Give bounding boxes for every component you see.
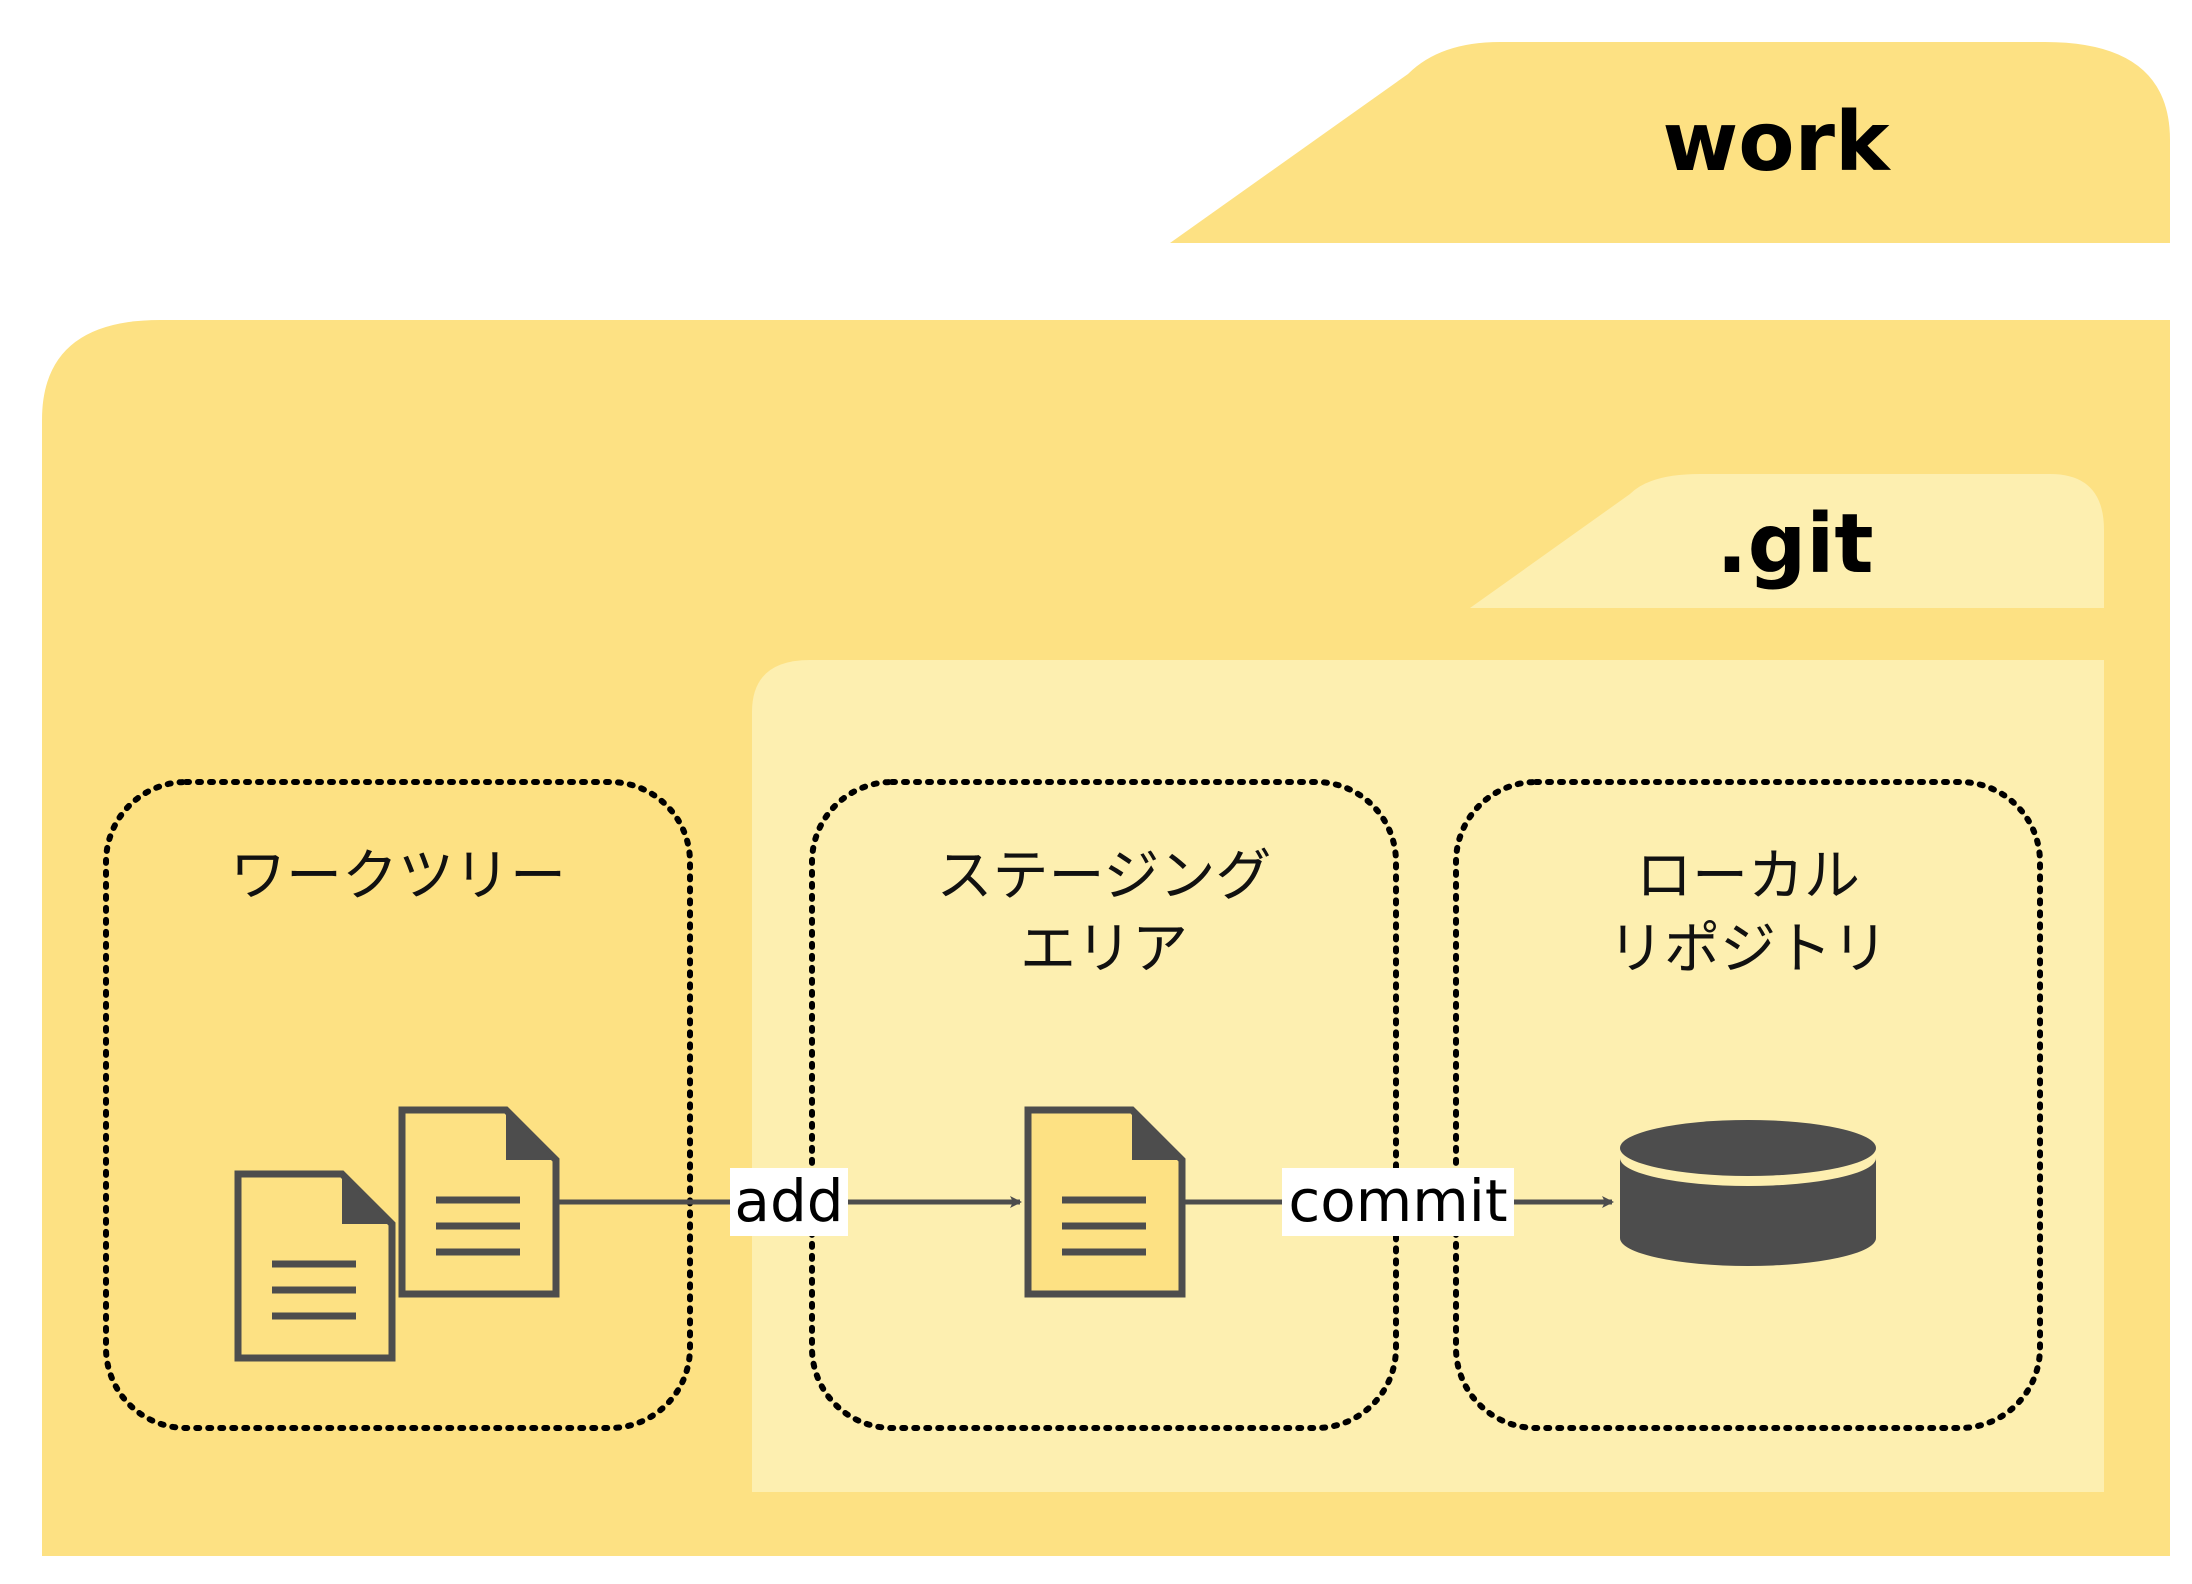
work-folder-tab xyxy=(1170,42,2170,243)
commit-label: commit xyxy=(1288,1167,1507,1235)
repository-area-label-line2: リポジトリ xyxy=(1608,917,1888,982)
git-folder-title: .git xyxy=(1716,497,1873,592)
staging-area-border xyxy=(809,779,1399,1431)
repository-area-label: ローカル xyxy=(1636,844,1860,909)
document-icon xyxy=(398,1106,560,1298)
worktree-area: ワークツリー xyxy=(103,779,693,1431)
add-edge: add xyxy=(556,1167,1022,1236)
worktree-area-border xyxy=(103,779,693,1431)
worktree-area-label: ワークツリー xyxy=(230,844,566,909)
document-icon xyxy=(1024,1106,1186,1298)
git-folder-tab xyxy=(1470,474,2104,608)
work-folder-title: work xyxy=(1662,95,1892,190)
repository-area-border xyxy=(1453,779,2043,1431)
staging-area-label: ステージング xyxy=(937,844,1272,909)
document-icon xyxy=(234,1170,396,1362)
repository-area: ローカル リポジトリ xyxy=(1453,779,2043,1431)
add-label-background xyxy=(730,1168,848,1236)
add-label: add xyxy=(734,1167,843,1235)
staging-area-label-line2: エリア xyxy=(1020,917,1188,982)
database-icon xyxy=(1620,1120,1876,1266)
commit-edge: commit xyxy=(1182,1167,1614,1236)
commit-label-background xyxy=(1282,1168,1514,1236)
staging-area: ステージング エリア xyxy=(809,779,1399,1431)
